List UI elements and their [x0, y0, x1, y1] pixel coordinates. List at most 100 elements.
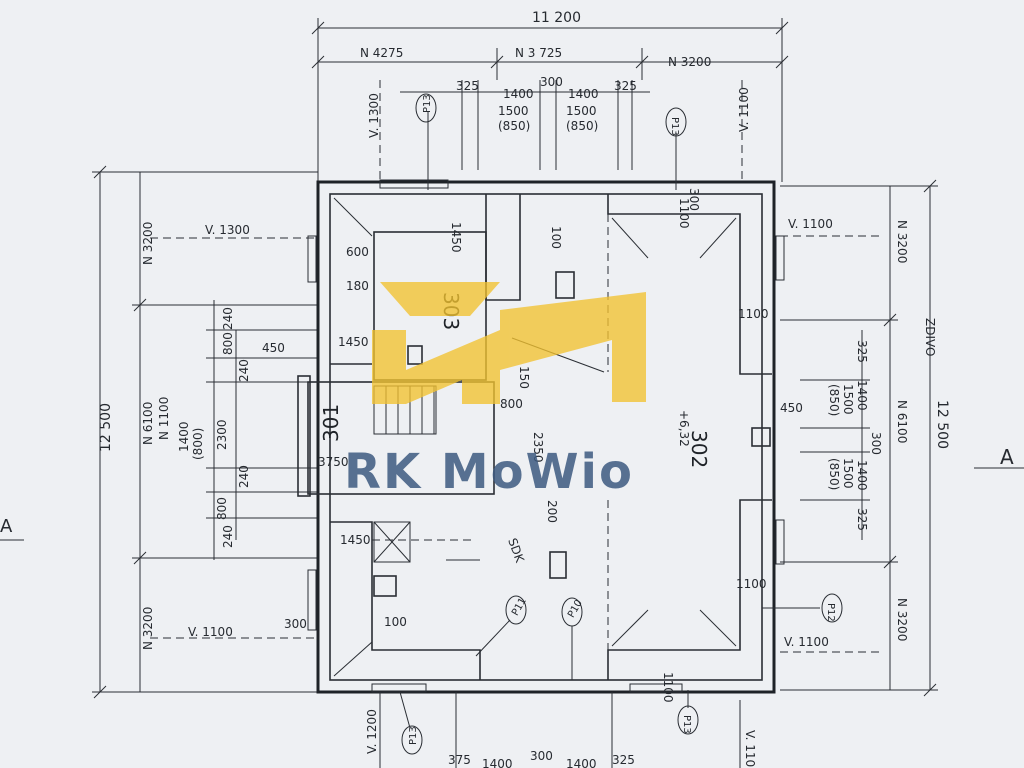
callout-tags: P13 P13 P13 P13 P11 P10 P12 [399, 93, 843, 755]
room-302-label: 302 [687, 430, 711, 468]
top-dimension-chains: 11 200 N 4275 N 3 725 N 3200 325 1400 30… [311, 10, 789, 182]
watermark-logo-icon [372, 282, 646, 404]
right-top-elevation-label: V. 1100 [788, 217, 833, 231]
room-301-label: 301 [319, 404, 343, 442]
bottom-a-label: 375 [448, 753, 471, 767]
callout-p12: P12 [825, 603, 836, 622]
right-dimension-chains: 12 500 ZDIVO N 3200 N 6100 N 3200 325 14… [780, 179, 950, 697]
interior-1450-a: 1450 [449, 222, 463, 253]
left-j-label: N 1100 [157, 397, 171, 440]
left-g-label: 240 [237, 465, 251, 488]
left-b-label: 800 [221, 332, 235, 355]
left-mid-seg-label: N 6100 [141, 402, 155, 445]
top-small-b-label: 325 [614, 79, 637, 93]
left-bottom-seg-label: N 3200 [141, 607, 155, 650]
top-window2-label: 1400 [568, 87, 599, 101]
right-c-label: 1500 [841, 384, 855, 415]
right-bottom-elevation-label: V. 1100 [784, 635, 829, 649]
right-mid-seg-label: N 6100 [895, 400, 909, 443]
interior-2350: 2350 [531, 432, 545, 463]
bottom-d-label: 1400 [566, 757, 597, 768]
callout-bubble [821, 593, 843, 623]
right-b-label: 1400 [855, 380, 869, 411]
top-small-a-label: 325 [456, 79, 479, 93]
right-g-label: 1500 [841, 458, 855, 489]
top-seg-left-label: N 4275 [360, 46, 403, 60]
interior-100-b: 100 [549, 226, 563, 249]
top-window2-height-label: 1500 [566, 104, 597, 118]
callout-bubble [505, 595, 527, 625]
callout-bubble [401, 725, 423, 755]
right-material-label: ZDIVO [923, 318, 937, 356]
watermark-text: RK MoWio [344, 444, 634, 500]
interior-600: 600 [346, 245, 369, 259]
interior-1100-a: 1100 [677, 198, 691, 229]
callout-bubble [677, 705, 699, 735]
top-seg-right-label: N 3200 [668, 55, 711, 69]
interior-1100-c: 1100 [736, 577, 767, 591]
interior-labels: 301 302 303 1450 600 180 1450 450 3750 1… [262, 188, 803, 703]
top-window1-sill-label: (850) [498, 119, 530, 133]
left-top-seg-label: N 3200 [141, 222, 155, 265]
top-window2-sill-label: (850) [566, 119, 598, 133]
bottom-dimension-chains: V. 1200 V. 1100 375 1400 300 1400 325 [365, 692, 757, 768]
left-bottom-elevation-label: V. 1100 [188, 625, 233, 639]
section-mark-left: A [0, 516, 13, 537]
section-marks: A A [0, 445, 1024, 541]
top-left-elevation-label: V. 1300 [367, 93, 381, 138]
top-right-elevation-label: V. 1100 [737, 87, 751, 132]
interior-180: 180 [346, 279, 369, 293]
bottom-e-label: 325 [612, 753, 635, 767]
right-overall-label: 12 500 [934, 400, 950, 449]
right-f-label: 1400 [855, 460, 869, 491]
window-hatching [307, 179, 785, 693]
right-a-label: 325 [855, 340, 869, 363]
interior-1450-c: 1450 [340, 533, 371, 547]
left-f-label: 2300 [215, 419, 229, 450]
interior-450-b: 450 [780, 401, 803, 415]
top-gap-label: 300 [540, 75, 563, 89]
left-i-label: 240 [221, 525, 235, 548]
top-window1-label: 1400 [503, 87, 534, 101]
left-top-elevation-label: V. 1300 [205, 223, 250, 237]
interior-100: 100 [384, 615, 407, 629]
floor-elevation-label: +6,32 [677, 410, 691, 447]
right-i-label: 325 [855, 508, 869, 531]
bottom-left-elevation-label: V. 1200 [365, 709, 379, 754]
interior-300-b: 300 [687, 188, 701, 211]
right-h-label: (850) [827, 458, 841, 490]
right-bottom-seg-label: N 3200 [895, 598, 909, 641]
interior-300: 300 [284, 617, 307, 631]
bottom-b-label: 1400 [482, 757, 513, 768]
section-mark-right: A [1000, 445, 1014, 469]
overall-width-label: 11 200 [532, 10, 581, 26]
left-window-width-label: 1400 [177, 421, 191, 452]
interior-200: 200 [545, 500, 559, 523]
right-top-seg-label: N 3200 [895, 220, 909, 263]
callout-bubble [415, 93, 437, 123]
callout-p13-top-left: P13 [422, 94, 433, 113]
bottom-c-label: 300 [530, 749, 553, 763]
left-c-label: 240 [237, 359, 251, 382]
interior-800: 800 [500, 397, 523, 411]
interior-3750: 3750 [318, 455, 349, 469]
top-window1-height-label: 1500 [498, 104, 529, 118]
callout-p13-top-right: P13 [669, 117, 680, 136]
interior-1100-d: 1100 [661, 672, 675, 703]
left-window-sill-label: (800) [191, 428, 205, 460]
left-dimension-chains: 12 500 N 3200 N 6100 N 3200 240 800 240 … [92, 165, 318, 699]
top-seg-mid-label: N 3 725 [515, 46, 562, 60]
callout-bubble [561, 597, 583, 627]
callout-bubble [665, 107, 687, 137]
callout-p13-bottom-left: P13 [408, 726, 419, 745]
interior-450: 450 [262, 341, 285, 355]
interior-1100-b: 1100 [738, 307, 769, 321]
callout-p13-bottom-right: P13 [681, 715, 692, 734]
right-e-label: 300 [869, 432, 883, 455]
left-overall-label: 12 500 [98, 403, 114, 452]
left-h-label: 800 [215, 497, 229, 520]
interior-150: 150 [517, 366, 531, 389]
interior-1450-b: 1450 [338, 335, 369, 349]
left-a-label: 240 [221, 307, 235, 330]
